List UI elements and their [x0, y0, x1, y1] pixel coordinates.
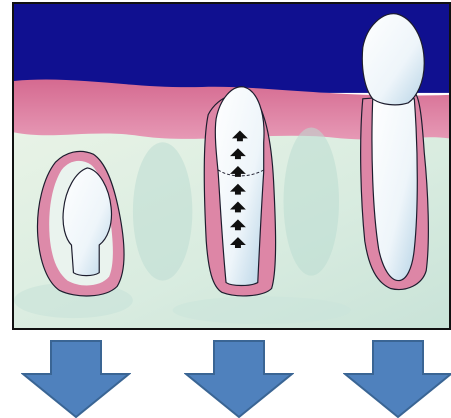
down-arrow-middle — [184, 340, 294, 418]
down-arrow-right — [343, 340, 451, 418]
right-tooth-crown — [362, 14, 424, 105]
down-arrow-icon — [21, 340, 131, 418]
bone-shading — [284, 127, 339, 275]
bone-shading — [133, 142, 192, 280]
down-arrow-left — [21, 340, 131, 418]
tooth-eruption-svg — [14, 4, 449, 328]
down-arrow-icon — [343, 340, 451, 418]
bone-shading — [173, 296, 351, 324]
tooth-eruption-illustration — [12, 2, 451, 330]
down-arrow-icon — [184, 340, 294, 418]
